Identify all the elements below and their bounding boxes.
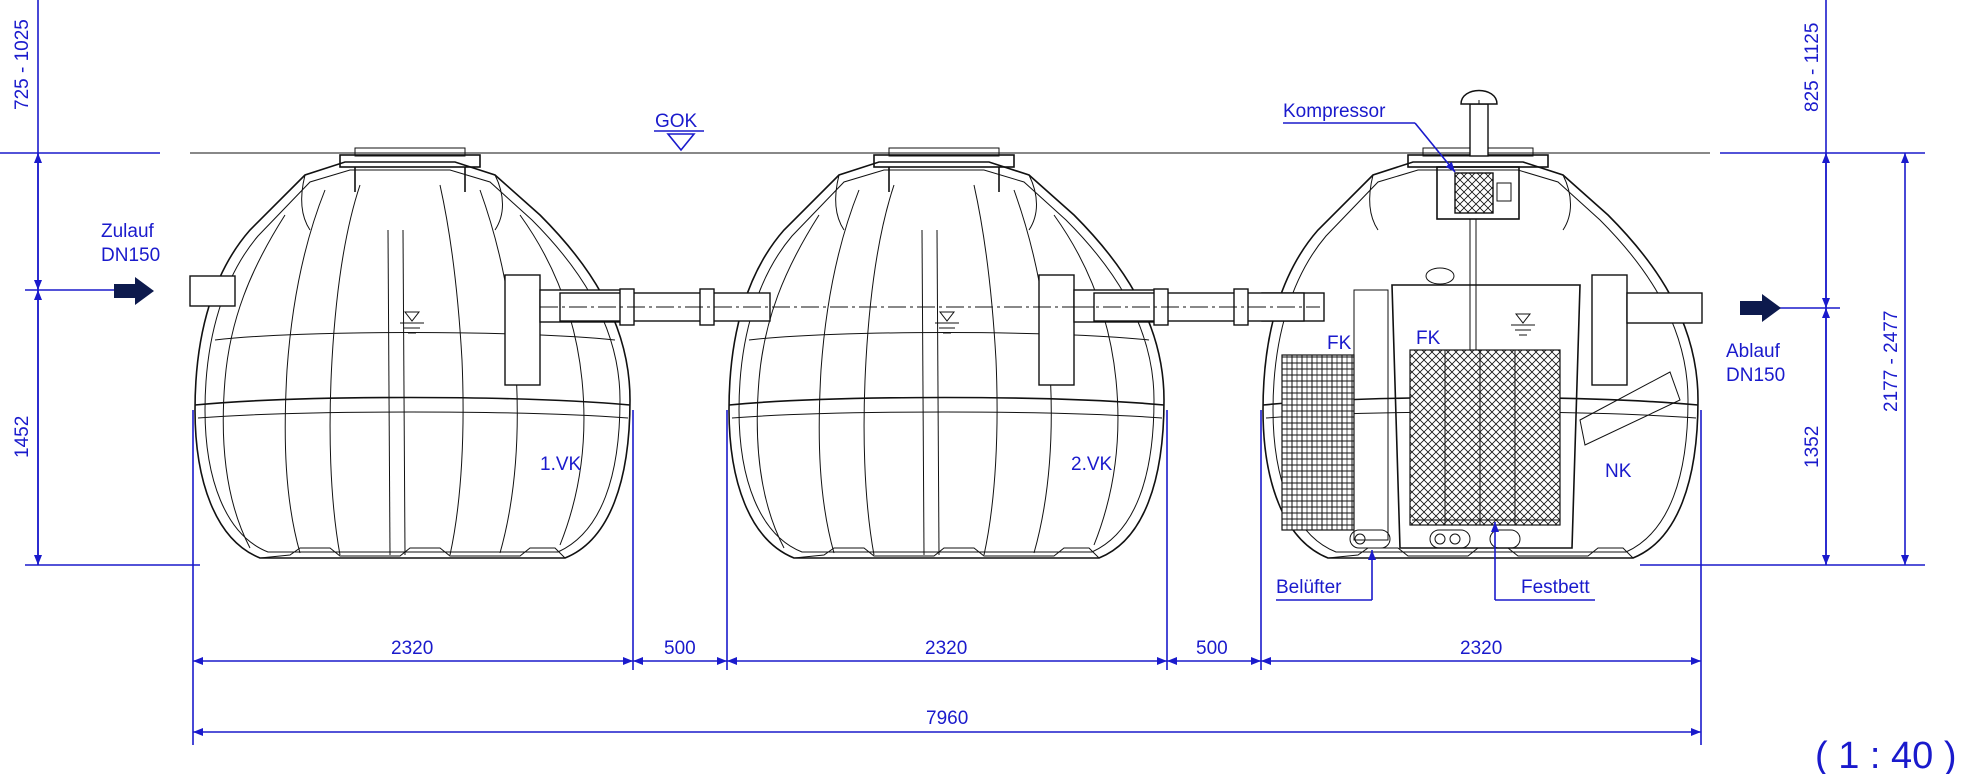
dim-total-length: 7960 bbox=[926, 708, 968, 729]
tank-1 bbox=[189, 147, 631, 559]
vk1-label: 1.VK bbox=[540, 454, 582, 475]
fk2-label: FK bbox=[1416, 328, 1441, 349]
outlet-arrow-icon bbox=[1740, 294, 1781, 322]
fk1-label: FK bbox=[1327, 333, 1352, 354]
vk2-label: 2.VK bbox=[1071, 454, 1113, 475]
connecting-pipe-1 bbox=[540, 288, 1200, 326]
dim-left-bottom: 1452 bbox=[12, 416, 33, 458]
tank-3 bbox=[1261, 89, 1703, 559]
dim-right-top: 825 - 1125 bbox=[1802, 23, 1823, 112]
scale-label: ( 1 : 40 ) bbox=[1815, 735, 1957, 774]
dim-left-top: 725 - 1025 bbox=[12, 19, 33, 110]
tank-2 bbox=[728, 147, 1165, 559]
ablauf-dn-label: DN150 bbox=[1726, 365, 1785, 386]
dim-right-total: 2177 - 2477 bbox=[1881, 311, 1902, 412]
dim-tank1-width: 2320 bbox=[391, 638, 433, 659]
ablauf-label: Ablauf bbox=[1726, 341, 1781, 362]
dim-tank2-width: 2320 bbox=[925, 638, 967, 659]
nk-label: NK bbox=[1605, 461, 1632, 482]
left-vertical-dimension bbox=[25, 0, 200, 566]
kompressor-label: Kompressor bbox=[1283, 101, 1386, 122]
beluefter-label: Belüfter bbox=[1276, 577, 1342, 598]
gok-marker-icon bbox=[654, 130, 704, 152]
water-level-icon-1 bbox=[400, 311, 424, 334]
water-level-icon-3 bbox=[1511, 313, 1535, 336]
zulauf-label: Zulauf bbox=[101, 221, 155, 242]
right-vertical-dimension bbox=[1640, 0, 1925, 566]
festbett-label: Festbett bbox=[1521, 577, 1590, 598]
zulauf-dn-label: DN150 bbox=[101, 245, 160, 266]
gok-label: GOK bbox=[655, 111, 698, 132]
dim-gap2: 500 bbox=[1196, 638, 1228, 659]
dim-right-middle: 1352 bbox=[1802, 426, 1823, 468]
water-level-icon-2 bbox=[935, 311, 959, 334]
dim-tank3-width: 2320 bbox=[1460, 638, 1502, 659]
connecting-pipe-2 bbox=[1074, 288, 1320, 326]
inlet-arrow-icon bbox=[114, 277, 154, 305]
aerator-icon bbox=[1349, 529, 1521, 549]
dim-gap1: 500 bbox=[664, 638, 696, 659]
horizontal-dimensions bbox=[192, 410, 1702, 745]
